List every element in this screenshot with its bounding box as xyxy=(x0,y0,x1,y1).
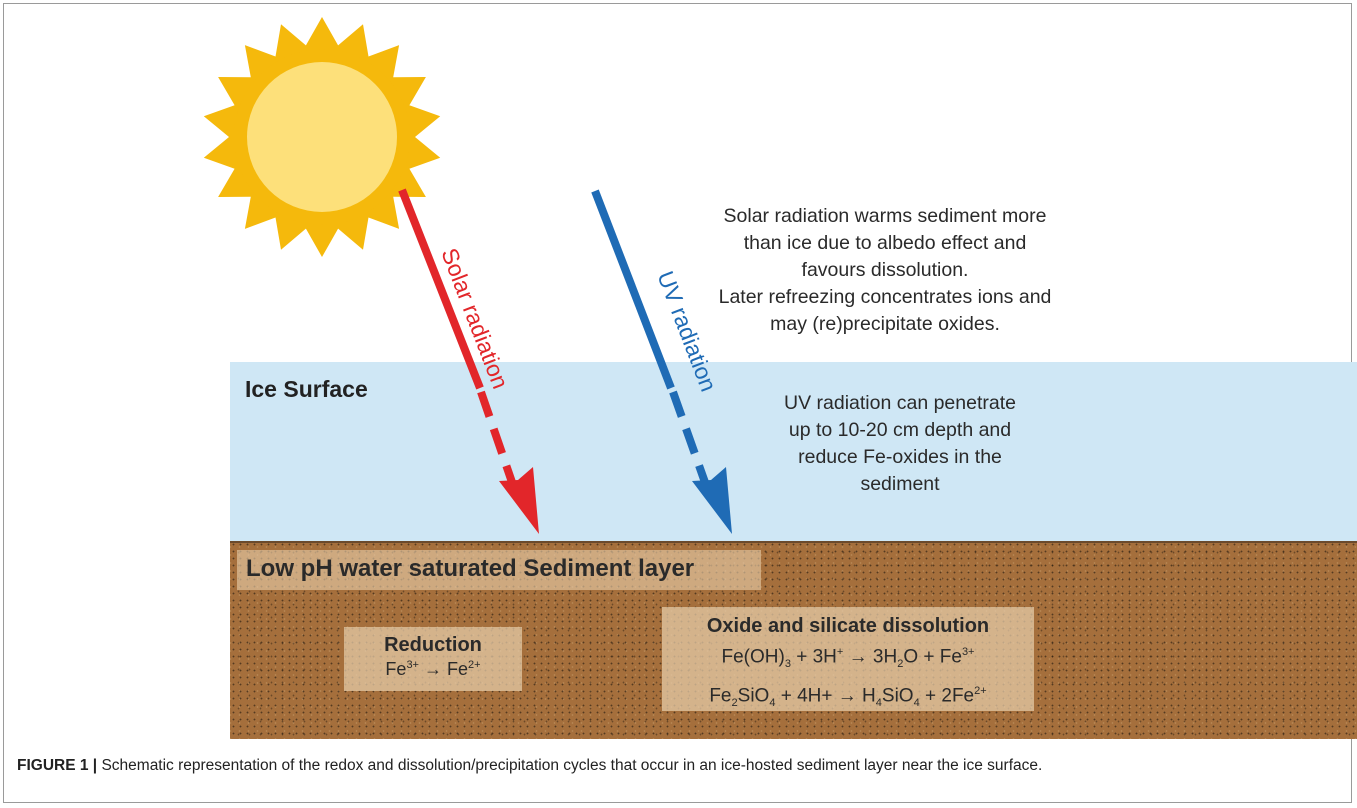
ice-layer xyxy=(230,362,1357,544)
caption-label: FIGURE 1 | xyxy=(17,757,98,774)
solar-radiation-note: Solar radiation warms sediment more than… xyxy=(718,205,1052,335)
reduction-box: Reduction Fe3+ → Fe2+ xyxy=(344,627,522,691)
solar-radiation-arrow xyxy=(398,188,539,534)
sun-icon xyxy=(203,17,441,257)
sediment-layer-label: Low pH water saturated Sediment layer xyxy=(246,555,695,582)
reduction-title: Reduction xyxy=(384,634,482,656)
diagram: Ice Surface Low pH water saturated Sedim… xyxy=(203,17,1357,739)
caption-text: Schematic representation of the redox an… xyxy=(97,757,1043,774)
sediment-label-box xyxy=(237,550,761,590)
dissolution-box: Oxide and silicate dissolution Fe(OH)3 +… xyxy=(662,607,1034,711)
ice-surface-label: Ice Surface xyxy=(245,376,368,402)
reduction-equation: Fe3+ → Fe2+ xyxy=(385,659,481,679)
ice-sediment-boundary xyxy=(230,541,1357,543)
dissolution-title: Oxide and silicate dissolution xyxy=(706,615,990,637)
uv-radiation-note: UV radiation can penetrate up to 10-20 c… xyxy=(784,392,1016,495)
dissolution-equation-2: Fe2SiO4 + 4H+ → H4SiO4 + 2Fe2+ xyxy=(709,685,987,710)
uv-radiation-arrow xyxy=(591,189,732,534)
uv-arrowhead xyxy=(692,467,732,534)
diagram-graphics: Solar radiation UV radiation xyxy=(203,17,732,534)
figure-caption: FIGURE 1 | Schematic representation of t… xyxy=(17,757,1337,775)
dissolution-equation-1: Fe(OH)3 + 3H+ → 3H2O + Fe3+ xyxy=(721,646,975,671)
solar-arrowhead xyxy=(499,467,539,534)
